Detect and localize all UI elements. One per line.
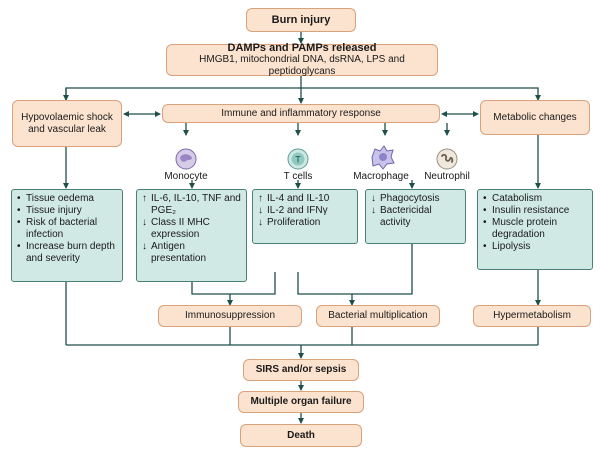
monocyte-effects-box: ↑IL-6, IL-10, TNF and PGE₂ ↓Class II MHC… [136,189,247,282]
up-arrow-icon: ↑ [258,193,263,204]
metabolic-changes-label: Metabolic changes [493,111,577,123]
hypovolaemic-effects-list: Tissue oedema Tissue injury Risk of bact… [17,193,117,265]
monocyte-icon [175,148,197,170]
effect-item: ↓Phagocytosis [371,193,440,204]
effect-item: Tissue injury [17,205,117,217]
macrophage-neutrophil-effects-box: ↓Phagocytosis ↓Bactericidal activity [365,189,466,244]
down-arrow-icon: ↓ [142,241,147,252]
hypovolaemic-effects-box: Tissue oedema Tissue injury Risk of bact… [11,189,123,282]
macrophage-icon [371,145,395,170]
damps-subtitle: HMGB1, mitochondrial DNA, dsRNA, LPS and… [199,54,405,77]
bacterial-multiplication-label: Bacterial multiplication [328,310,428,321]
effect-item: Increase burn depth and severity [17,241,117,265]
effect-item: ↓IL-2 and IFNγ [258,205,328,216]
damps-pamps-node: DAMPs and PAMPs released HMGB1, mitochon… [166,42,438,77]
effect-item: Tissue oedema [17,193,117,205]
effect-item: ↓Proliferation [258,217,321,228]
sirs-sepsis-label: SIRS and/or sepsis [255,364,347,375]
metabolic-effects-list: Catabolism Insulin resistance Muscle pro… [483,193,587,253]
effect-item: ↑IL-4 and IL-10 [258,193,330,204]
t-cells-effects-list: ↑IL-4 and IL-10 ↓IL-2 and IFNγ ↓Prolifer… [258,193,352,229]
down-arrow-icon: ↓ [142,217,147,228]
macrophage-neutrophil-effects-list: ↓Phagocytosis ↓Bactericidal activity [371,193,460,229]
hypermetabolism-node: Hypermetabolism [473,305,591,327]
effect-item: ↓Bactericidal activity [371,205,432,228]
burn-injury-node: Burn injury [246,8,356,32]
down-arrow-icon: ↓ [258,217,263,228]
sirs-sepsis-node: SIRS and/or sepsis [243,359,359,381]
effect-item: ↓Antigen presentation [142,241,207,264]
immune-response-node: Immune and inflammatory response [162,104,440,123]
neutrophil-icon [436,148,458,170]
effect-item: ↑IL-6, IL-10, TNF and PGE₂ [142,193,241,216]
hypovolaemic-node: Hypovolaemic shock and vascular leak [12,100,122,147]
immunosuppression-node: Immunosuppression [158,305,302,327]
neutrophil-label: Neutrophil [424,171,470,182]
t-cells-label: T cells [283,171,313,182]
death-node: Death [240,424,362,447]
multiple-organ-failure-node: Multiple organ failure [238,391,364,413]
effect-item: ↓Class II MHC expression [142,217,210,240]
effect-item: Catabolism [483,193,587,205]
effect-item: Lipolysis [483,241,587,253]
monocyte-label: Monocyte [164,171,208,182]
hypovolaemic-label: Hypovolaemic shock and vascular leak [21,111,113,135]
t-cell-icon: T [287,148,309,170]
hypermetabolism-label: Hypermetabolism [493,310,571,321]
up-arrow-icon: ↑ [142,193,147,204]
down-arrow-icon: ↓ [371,205,376,216]
death-label: Death [287,429,315,441]
monocyte-effects-list: ↑IL-6, IL-10, TNF and PGE₂ ↓Class II MHC… [142,193,241,265]
bacterial-multiplication-node: Bacterial multiplication [316,305,440,327]
t-cells-effects-box: ↑IL-4 and IL-10 ↓IL-2 and IFNγ ↓Prolifer… [252,189,358,244]
damps-title: DAMPs and PAMPs released [227,42,377,54]
effect-item: Muscle protein degradation [483,217,587,241]
metabolic-effects-box: Catabolism Insulin resistance Muscle pro… [477,189,593,270]
effect-item: Insulin resistance [483,205,587,217]
effect-item: Risk of bacterial infection [17,217,117,241]
metabolic-changes-node: Metabolic changes [480,100,590,135]
down-arrow-icon: ↓ [258,205,263,216]
multiple-organ-failure-label: Multiple organ failure [250,396,352,407]
burn-injury-label: Burn injury [271,14,331,26]
macrophage-label: Macrophage [353,171,409,182]
down-arrow-icon: ↓ [371,193,376,204]
immune-response-label: Immune and inflammatory response [221,107,381,119]
immunosuppression-label: Immunosuppression [184,310,276,321]
t-cell-letter: T [295,155,301,165]
